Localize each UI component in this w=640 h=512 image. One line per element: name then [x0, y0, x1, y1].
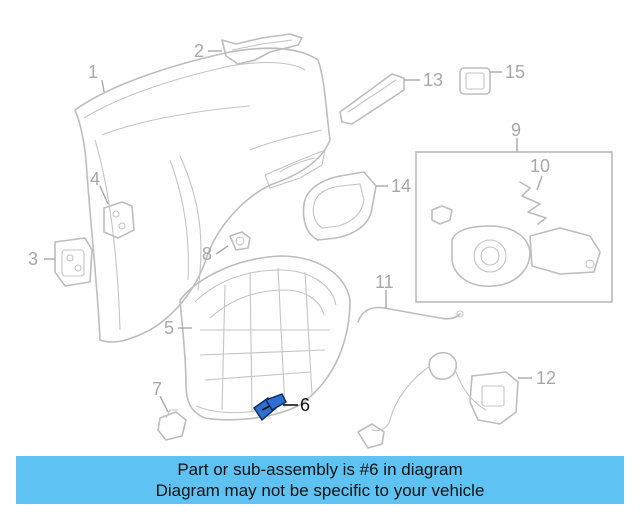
seal-part-15 [459, 67, 491, 95]
callout-labels: 1 2 3 4 5 6 7 8 9 10 11 12 13 14 15 [28, 41, 556, 415]
callout-5: 5 [164, 318, 174, 338]
callout-11: 11 [375, 272, 394, 292]
callout-6: 6 [300, 395, 310, 415]
callout-13: 13 [423, 70, 443, 90]
leader-lines [44, 50, 543, 413]
callout-9: 9 [511, 120, 521, 140]
wheelhouse-liner-part [179, 255, 351, 421]
callout-7: 7 [152, 379, 162, 399]
callout-8: 8 [202, 244, 212, 264]
banner-line-part-number: Part or sub-assembly is #6 in diagram [177, 460, 463, 479]
bracket-part-4 [103, 201, 135, 239]
callout-2: 2 [194, 41, 204, 61]
callout-4: 4 [90, 169, 100, 189]
info-banner: Part or sub-assembly is #6 in diagram Di… [16, 456, 624, 504]
callout-12: 12 [536, 368, 556, 388]
callout-15: 15 [505, 62, 525, 82]
actuator-part-12 [357, 351, 519, 449]
bolt-part-6-highlighted [253, 393, 287, 422]
callout-14: 14 [391, 176, 411, 196]
quarter-panel-part [74, 47, 331, 343]
housing-part-14 [302, 171, 377, 241]
callout-1: 1 [88, 62, 98, 82]
bracket-part-2 [221, 33, 303, 65]
parts-diagram: 1 2 3 4 5 6 7 8 9 10 11 12 13 14 15 [28, 33, 613, 449]
callout-3: 3 [28, 249, 38, 269]
trim-part-13 [339, 73, 405, 125]
clip-part-7 [157, 409, 187, 441]
pad-part-3 [54, 237, 93, 287]
fuel-door-assembly-part-9 [415, 138, 613, 303]
cable-part-11 [357, 306, 464, 323]
clip-part-8 [229, 231, 251, 251]
callout-10: 10 [530, 156, 550, 176]
banner-line-disclaimer: Diagram may not be specific to your vehi… [155, 481, 485, 500]
